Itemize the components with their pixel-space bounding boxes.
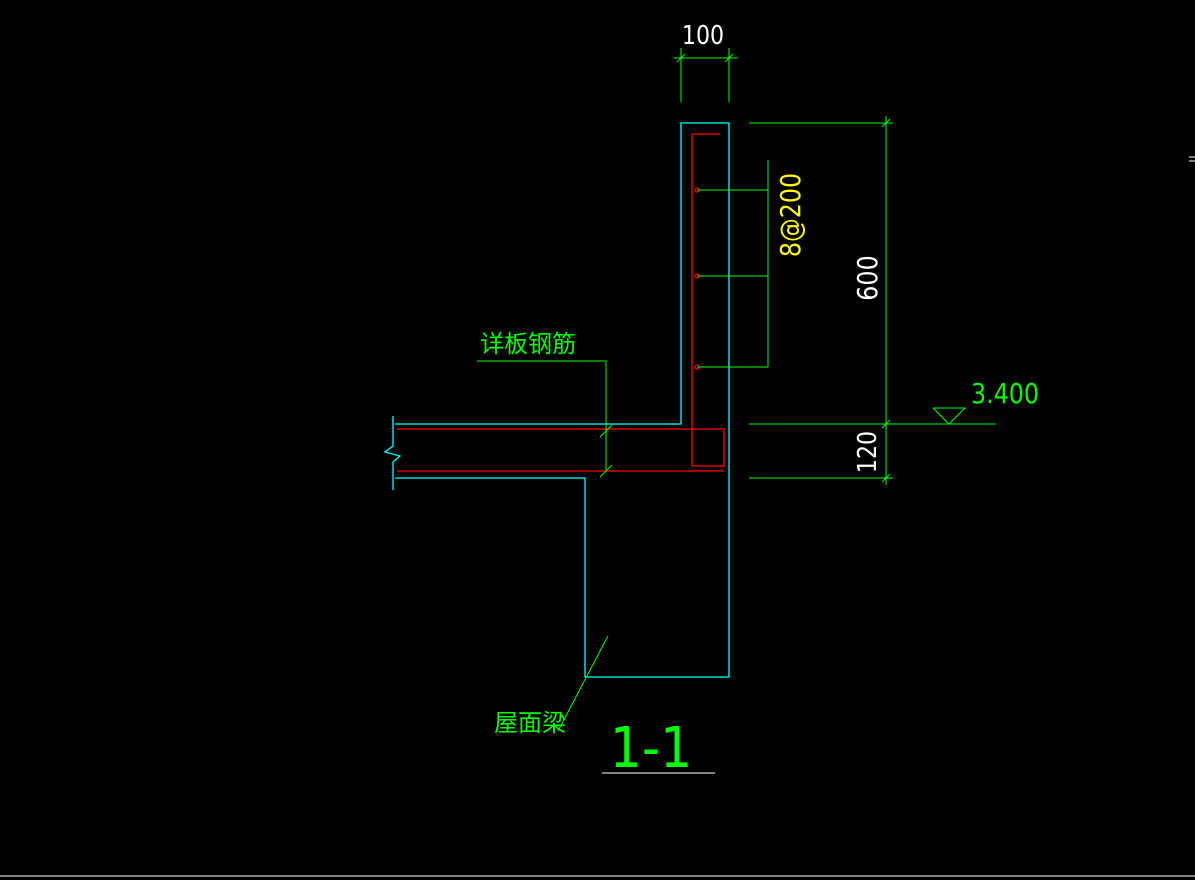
slab-break-line xyxy=(383,416,402,490)
elevation-value: 3.400 xyxy=(971,378,1039,410)
rebar-spec: 8@200 xyxy=(775,173,807,257)
label-roof-beam: 屋面梁 xyxy=(494,709,566,737)
rebar-group xyxy=(397,133,725,472)
dimension-lines xyxy=(477,48,996,732)
section-title: 1-1 xyxy=(610,715,692,780)
dim-top-width: 100 xyxy=(682,20,724,50)
label-slab-rebar: 详板钢筋 xyxy=(480,330,576,358)
concrete-outline xyxy=(383,122,730,678)
dim-slab-thickness: 120 xyxy=(852,431,882,473)
dim-parapet-height: 600 xyxy=(852,255,884,300)
edge-marker xyxy=(1189,156,1195,162)
parapet-beam-outline xyxy=(395,122,730,678)
parapet-vertical-rebar xyxy=(397,133,725,467)
